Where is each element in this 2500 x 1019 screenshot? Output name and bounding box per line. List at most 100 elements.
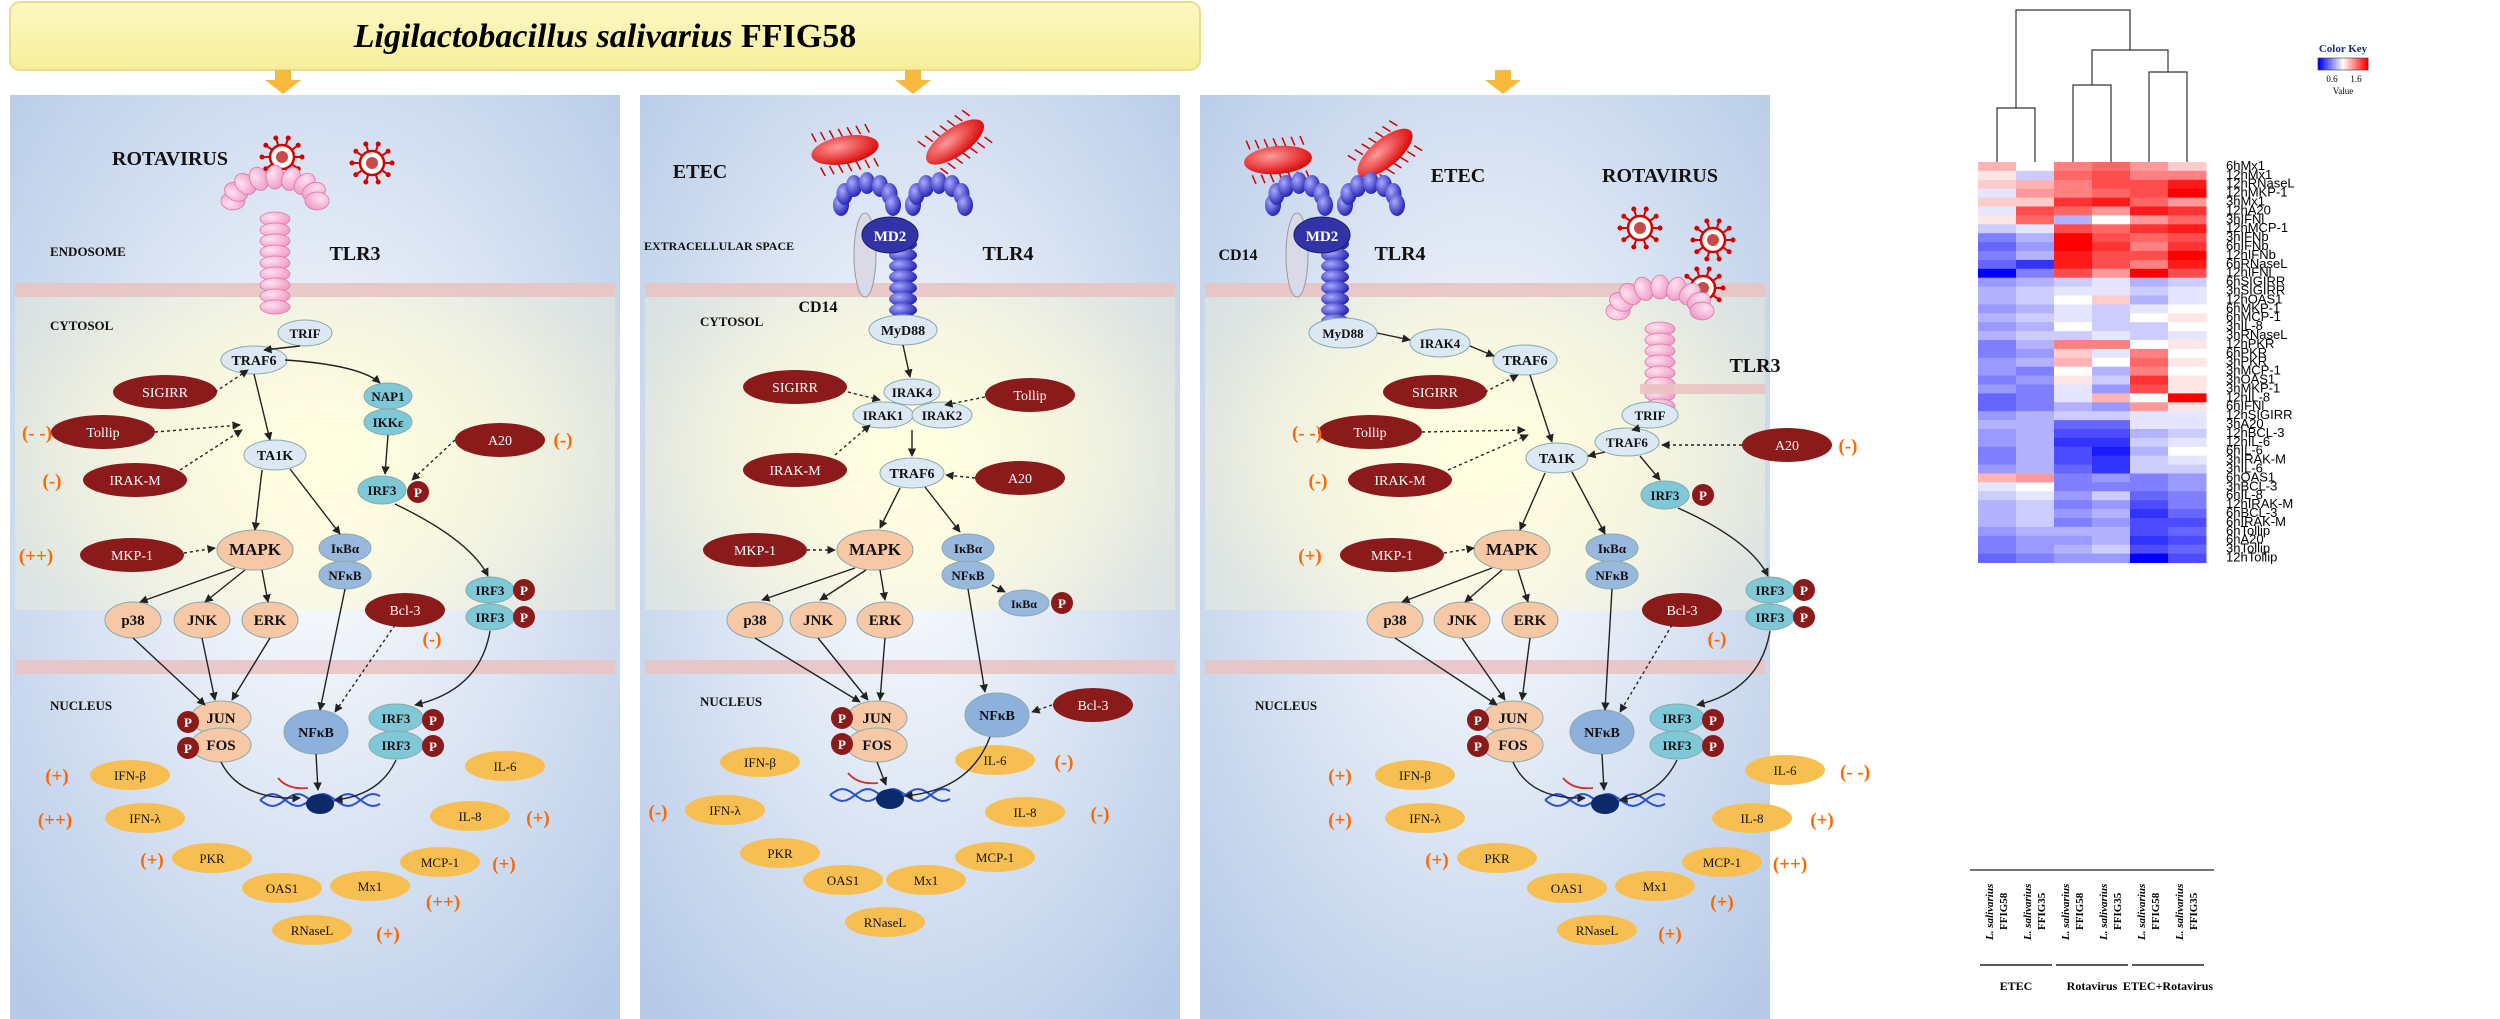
irak4-node-label: IRAK4 [1420,336,1461,351]
mapk-node: MAPK [1473,529,1551,571]
heatmap-row-label: 6hRNaseL [2226,256,2287,271]
heatmap-row-label: 12hIFNl [2226,265,2272,280]
irak2-node-label: IRAK2 [922,408,962,423]
tak1-node: TA1K [243,439,307,471]
nfkb-node: NFκB [941,560,995,590]
heatmap-cell [2130,437,2169,448]
compartment-cytosol: CYTOSOL [50,318,114,333]
heatmap-cell [2016,482,2055,492]
heatmap-cell [2092,313,2131,323]
pathway-arrow [1512,761,1586,803]
nfkb-node-label: NFκB [951,568,985,583]
effect-il8: (+) [1810,810,1833,831]
pathway-arrow [179,429,243,471]
fos-node-label: FOS [206,738,235,754]
pathway-arrow [1587,450,1606,459]
heatmap-cell [2054,340,2093,350]
heatmap-cell [2130,286,2169,296]
column-label-strain: FFIG35 [2036,892,2048,930]
heatmap-cell [2016,500,2055,510]
effect-ifnb: (+) [45,766,68,787]
heatmap-cell [2054,357,2093,368]
column-label-strain: FFIG58 [2074,892,2086,930]
heatmap-cell [2054,331,2093,341]
heatmap-cell [2168,348,2207,359]
column-label-strain: FFIG35 [2188,892,2200,930]
heatmap-row-label: 12hMKP-1 [2226,185,2287,200]
fos-node-label: FOS [862,738,891,754]
tollip-inhibitor: Tollip [51,415,155,449]
heatmap-row-label: 3hIFNb [2226,229,2269,244]
heatmap-cell [2054,206,2093,216]
heatmap-row-label: 3hMx1 [2226,194,2265,209]
gene-mcp1-label: MCP-1 [1703,855,1741,870]
p38-node: p38 [1366,601,1424,639]
receptor-label: TLR3 [329,243,380,265]
compartment-extracellular: EXTRACELLULAR SPACE [644,239,794,253]
jnk-node-label: JNK [1447,613,1477,629]
pathway-arrow [214,369,249,393]
irf3-dimer-bottom-label: IRF3 [476,610,505,625]
heatmap-cell [2130,366,2169,377]
color-key-label: Value [2333,86,2354,96]
gene-il6: IL-6 [465,751,545,781]
irf3-dimer-bottom: IRF3 [465,603,515,631]
heatmap-cell [2054,411,2093,421]
pathway-arrow [317,588,346,711]
pathway-arrow [411,439,456,481]
heatmap-cell [2130,384,2169,394]
heatmap-cell [2016,411,2055,421]
heatmap-row-label: 6hSIGIRR [2226,274,2285,289]
heatmap-cell [2168,500,2207,510]
etec-bacterium-1 [810,123,880,177]
heatmap-cell [2016,206,2055,216]
gene-oas1: OAS1 [242,873,322,903]
heatmap-cell [2054,509,2093,519]
column-label-species: L. salivarius [2136,884,2148,941]
erk-node: ERK [241,601,299,639]
gene-il8-label: IL-8 [458,809,481,824]
phospho-p: P [429,739,437,754]
heatmap-cell [2130,393,2169,403]
pathogen1-label: ETEC [1431,165,1485,187]
irf3-nuclear-top: IRF3 [368,703,424,733]
phospho-p: P [1699,488,1707,503]
gene-ifnl-label: IFN-λ [1409,811,1441,826]
jun-node: JUN [1482,700,1544,736]
nfkb-nuclear: NFκB [283,709,349,755]
erk-node-label: ERK [869,613,902,629]
tollip-inhibitor-label: Tollip [86,426,119,441]
trif-node-label: TRIF [289,326,320,341]
heatmap-cell [1978,277,2017,288]
jnk-node-label: JNK [803,613,833,629]
irak4-node-label: IRAK4 [892,385,933,400]
receptor-label: TLR4 [982,243,1033,265]
gene-pkr: PKR [740,838,820,868]
heatmap-cell [2168,384,2207,394]
heatmap-cell [2054,473,2093,483]
heatmap-row-label: 6hA20 [2226,532,2264,547]
phospho-p: P [429,713,437,728]
heatmap-cell [2168,188,2207,199]
heatmap-cell [2168,375,2207,385]
heatmap-row-label: 12hIFNb [2226,247,2276,262]
heatmap-cell [2168,482,2207,492]
heatmap-cell [2130,375,2169,385]
pathogen-label: ETEC [673,161,727,183]
pathway-arrow [139,567,236,604]
effect-mkp1: (++) [19,546,53,567]
irf3-nuclear-bottom: IRF3 [368,730,424,760]
mapk-node: MAPK [216,529,294,571]
heatmap-cell [2130,455,2169,466]
nfkb-nuclear-label: NFκB [979,709,1015,724]
pathway-arrow [1529,374,1554,443]
heatmap-cell [2168,437,2207,448]
gene-oas1: OAS1 [803,865,883,895]
pathway-arrow [1571,471,1606,535]
column-label-strain: FFIG35 [2112,892,2124,930]
receptor1-label: TLR4 [1374,243,1425,265]
heatmap-row-label: 12hIRAK-M [2226,496,2293,511]
gene-ifnl-label: IFN-λ [129,811,161,826]
heatmap-cell [2092,482,2131,492]
heatmap-cell [1978,500,2017,510]
